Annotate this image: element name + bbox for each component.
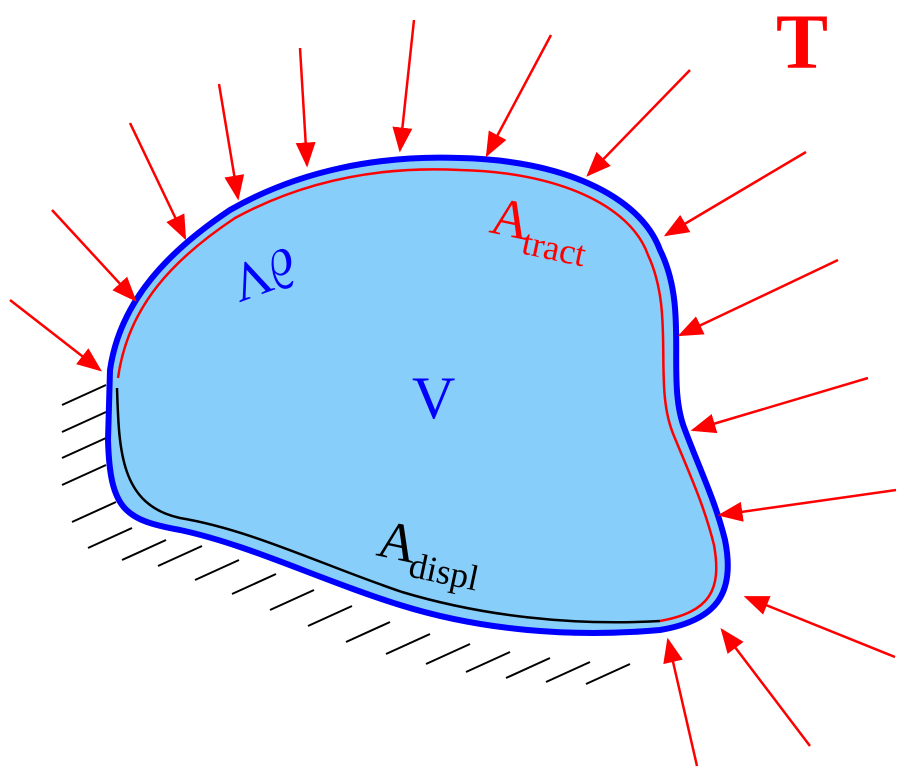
hatch-mark <box>87 527 133 549</box>
volume-label: V <box>412 365 455 431</box>
hatch-mark <box>585 663 631 685</box>
traction-arrow <box>217 83 245 201</box>
traction-symbol: T <box>776 0 828 85</box>
traction-arrow <box>485 34 553 158</box>
hatch-mark <box>269 589 315 611</box>
traction-arrow <box>586 69 691 177</box>
hatch-mark <box>505 657 551 679</box>
hatch-mark <box>545 661 591 683</box>
fixed-support-hatching <box>61 384 631 685</box>
hatch-mark <box>465 651 511 673</box>
traction-arrow <box>743 595 896 659</box>
traction-boundary-curve <box>116 168 718 623</box>
hatch-mark <box>157 545 203 567</box>
hatch-mark <box>61 464 107 486</box>
traction-arrow <box>51 209 137 302</box>
hatch-mark <box>345 621 391 643</box>
displacement-boundary-curve <box>115 387 661 624</box>
traction-arrows <box>9 19 897 767</box>
hatch-mark <box>385 633 431 655</box>
traction-arrow <box>677 258 839 337</box>
traction-arrow <box>663 150 807 237</box>
hatch-mark <box>121 539 167 561</box>
traction-arrow <box>717 488 897 522</box>
traction-arrow <box>295 47 316 168</box>
traction-arrow <box>663 637 699 767</box>
traction-arrow <box>128 122 187 241</box>
hatch-mark <box>71 501 117 523</box>
hatch-mark <box>194 559 240 581</box>
hatch-mark <box>425 643 471 665</box>
hatch-mark <box>307 605 353 627</box>
hatch-mark <box>61 437 107 459</box>
traction-arrow <box>392 19 416 153</box>
traction-arrow <box>9 299 102 372</box>
body-region <box>104 154 731 636</box>
hatch-mark <box>61 411 107 433</box>
hatch-mark <box>61 384 107 406</box>
traction-arrow <box>690 376 869 434</box>
traction-arrow <box>720 628 811 747</box>
hatch-mark <box>231 573 277 595</box>
